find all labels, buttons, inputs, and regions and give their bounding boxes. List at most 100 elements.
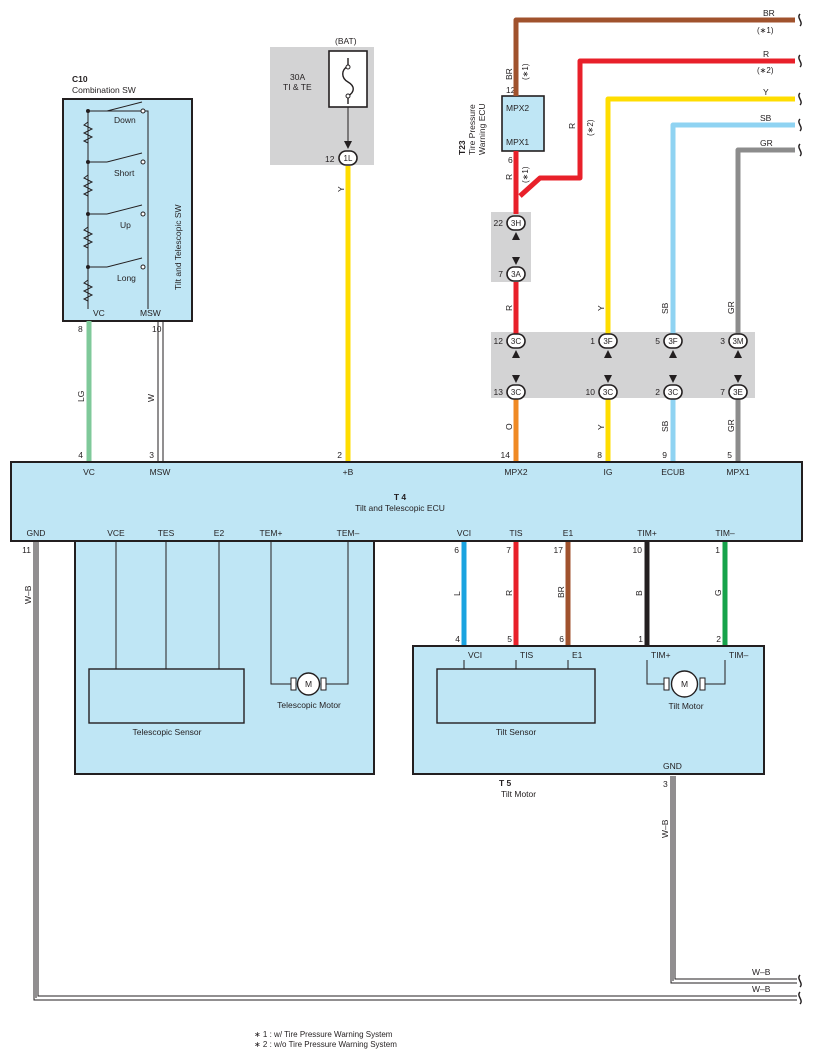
- t23-name-2: Warning ECU: [477, 103, 487, 155]
- t4-bottom-label-1: VCE: [107, 528, 125, 538]
- t5-term-pin-3: 1: [638, 634, 643, 644]
- wire-br: [513, 17, 795, 96]
- bat-connector-label: 1L: [344, 154, 353, 163]
- t5-term-label-4: TIM–: [729, 650, 749, 660]
- t4-bottom-label-6: VCI: [457, 528, 471, 538]
- t4-name: Tilt and Telescopic ECU: [355, 503, 445, 513]
- telescopic-sensor-label: Telescopic Sensor: [133, 727, 202, 737]
- t5-term-pin-1: 5: [507, 634, 512, 644]
- t4-bottom-label-7: TIS: [509, 528, 523, 538]
- label-r-tis: R: [504, 590, 514, 596]
- bat-connector: 1L: [338, 141, 358, 166]
- label-gr-lower: GR: [726, 419, 736, 432]
- t5-gnd-label: GND: [663, 761, 682, 771]
- junction-row1-3-conn: 3M: [732, 337, 743, 346]
- bat-fuse: (BAT) 30A TI & TE 12: [283, 36, 368, 164]
- t5-box: [412, 645, 765, 775]
- label-br-e1: BR: [556, 586, 566, 598]
- label-r-alt-note: (∗2): [586, 119, 595, 136]
- junction-row1-1-pin: 1: [590, 336, 595, 346]
- c10-pin-msw-num: 10: [152, 324, 162, 334]
- t4-bottom-pin-6: 6: [454, 545, 459, 555]
- junction-row1-0-pin: 12: [494, 336, 504, 346]
- label-o: O: [504, 423, 514, 430]
- junction-row1-3-arrow-icon: [734, 350, 742, 358]
- junction-row1-3: 3M3: [720, 333, 748, 358]
- t23-tire-pressure-ecu: T23 Tire Pressure Warning ECU MPX2 MPX1 …: [457, 85, 545, 165]
- t4-top-pin-4: 8: [597, 450, 602, 460]
- junction-row1-1: 3F1: [590, 333, 618, 358]
- telescopic-motor-label: Telescopic Motor: [277, 700, 341, 710]
- c10-id: C10: [72, 74, 88, 84]
- t4-top-label-msw: MSW: [150, 467, 171, 477]
- svg-text:M: M: [681, 679, 688, 689]
- c10-switch-label-short: Short: [114, 168, 135, 178]
- junction-3h-arrow-icon: [512, 232, 520, 240]
- junction-row1-2-arrow-icon: [669, 350, 677, 358]
- telescopic-motor-icon: M: [290, 672, 327, 696]
- right-label-r-note: (∗2): [757, 66, 774, 75]
- right-label-br-note: (∗1): [757, 26, 774, 35]
- tilt-sensor-box: [436, 668, 596, 724]
- bat-label: (BAT): [335, 36, 357, 46]
- label-y-bat: Y: [336, 186, 346, 192]
- c10-switch-short: Short: [86, 152, 146, 178]
- c10-switch-up: Up: [86, 204, 146, 230]
- c10-combination-switch: C10 Combination SW Down Short Up: [62, 74, 193, 334]
- junction-3a-arrow-icon: [512, 257, 520, 265]
- junction-row1-0-arrow-icon: [512, 350, 520, 358]
- t4-bottom-pin-0: 11: [22, 545, 31, 555]
- bat-pin: 12: [325, 154, 335, 164]
- junction-row1-1-arrow-icon: [604, 350, 612, 358]
- t5-term-pin-4: 2: [716, 634, 721, 644]
- telescopic-sensor-box: [88, 668, 245, 724]
- tilt-sensor-label: Tilt Sensor: [496, 727, 536, 737]
- t4-top-pin-2: 2: [337, 450, 342, 460]
- t5-id: T 5: [499, 778, 512, 788]
- wire-gr: [735, 147, 795, 334]
- label-wb-t5: W–B: [660, 819, 670, 838]
- junction-row2-0-arrow-icon: [512, 375, 520, 383]
- t4-top-pin-5: 9: [662, 450, 667, 460]
- wire-w: [157, 321, 164, 462]
- label-r-alt: R: [567, 123, 577, 129]
- junction-row1-2-pin: 5: [655, 336, 660, 346]
- t4-bottom-label-8: E1: [563, 528, 574, 538]
- t4-bottom-label-3: E2: [214, 528, 225, 538]
- c10-switch-down: Down: [86, 101, 146, 125]
- label-lg: LG: [76, 391, 86, 402]
- junction-row2-1-conn: 3C: [603, 388, 613, 397]
- c10-switch-long: Long: [86, 257, 146, 283]
- right-label-gr: GR: [760, 138, 773, 148]
- t23-mpx2: MPX2: [506, 103, 529, 113]
- c10-name: Combination SW: [72, 85, 136, 95]
- t4-bottom-pin-8: 17: [554, 545, 564, 555]
- wire-break-markers: [798, 13, 802, 1005]
- label-sb-upper: SB: [660, 302, 670, 314]
- t4-top-label-vc: VC: [83, 467, 95, 477]
- t5-name: Tilt Motor: [501, 789, 536, 799]
- junction-row1-0-conn: 3C: [511, 337, 521, 346]
- t4-id: T 4: [394, 492, 407, 502]
- junction-row1-0: 3C 12: [494, 333, 526, 358]
- t5-term-pin-0: 4: [455, 634, 460, 644]
- t4-top-pin-3: 14: [501, 450, 511, 460]
- junction-zone-row: [491, 332, 755, 398]
- label-r-t23-note: (∗1): [521, 166, 530, 183]
- label-wb-t4: W–B: [23, 585, 33, 604]
- label-g: G: [713, 589, 723, 596]
- right-label-wb1: W–B: [752, 967, 771, 977]
- junction-row2-3-conn: 3E: [733, 388, 743, 397]
- right-label-sb: SB: [760, 113, 772, 123]
- fuse-icon: [342, 58, 354, 104]
- label-br-note: (∗1): [521, 63, 530, 80]
- junction-row2-2: 3C2: [655, 375, 683, 400]
- t5-term-label-3: TIM+: [651, 650, 671, 660]
- junction-row2-3: 3E7: [720, 375, 748, 400]
- junction-row2-1-arrow-icon: [604, 375, 612, 383]
